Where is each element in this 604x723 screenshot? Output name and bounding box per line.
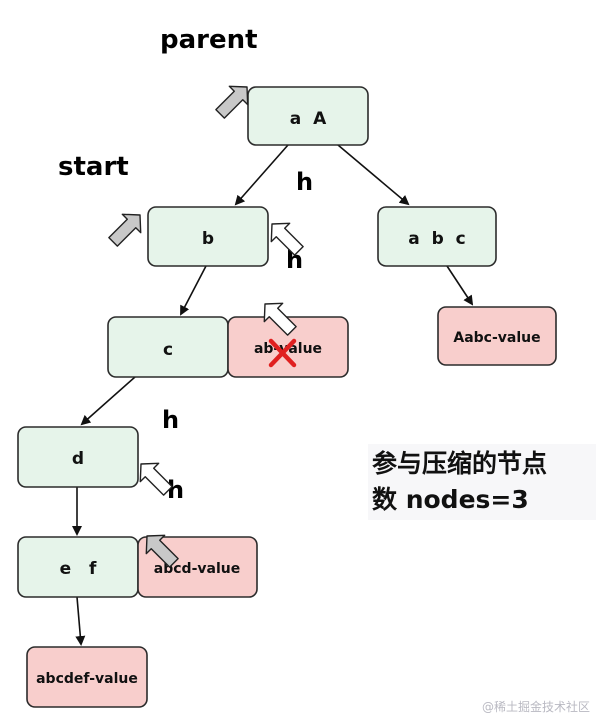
value-abcdef-label: abcdef-value bbox=[36, 671, 138, 687]
node-ef: e f bbox=[17, 536, 139, 598]
h-label-1: h bbox=[296, 168, 313, 196]
value-aabc: Aabc-value bbox=[437, 306, 557, 366]
h-pointer-icon-4 bbox=[145, 534, 179, 568]
node-root-label: a A bbox=[290, 109, 327, 129]
node-abc: a b c bbox=[377, 206, 497, 267]
edge-root-b bbox=[234, 144, 289, 206]
note-line-1: 参与压缩的节点 bbox=[372, 449, 548, 478]
node-abc-label: a b c bbox=[408, 229, 465, 249]
parent-pointer-icon bbox=[215, 85, 249, 119]
parent-label: parent bbox=[160, 25, 258, 55]
edge-ef-abcdef bbox=[75, 596, 86, 646]
edge-abc-aabc bbox=[446, 265, 474, 306]
edge-root-abc bbox=[337, 144, 410, 206]
node-root: a A bbox=[247, 86, 369, 146]
value-ab: ab-value bbox=[227, 316, 349, 378]
node-c: c bbox=[107, 316, 229, 378]
edge-b-c bbox=[180, 265, 207, 316]
h-label-4: h bbox=[167, 476, 184, 504]
h-label-2: h bbox=[286, 246, 303, 274]
value-abcd-label: abcd-value bbox=[154, 561, 240, 577]
h-pointer-icon-2 bbox=[263, 302, 297, 336]
node-d-label: d bbox=[72, 449, 84, 469]
h-label-3: h bbox=[162, 406, 179, 434]
h-pointer-icon-3 bbox=[139, 462, 173, 496]
h-pointer-icon-1 bbox=[270, 222, 304, 256]
cross-icon bbox=[268, 338, 297, 368]
node-c-label: c bbox=[163, 340, 173, 360]
note-line-2: 数 nodes=3 bbox=[372, 485, 529, 514]
watermark: @稀土掘金技术社区 bbox=[481, 700, 590, 714]
start-label: start bbox=[58, 152, 129, 182]
compression-note: 参与压缩的节点 数 nodes=3 bbox=[368, 444, 596, 520]
value-aabc-label: Aabc-value bbox=[453, 330, 540, 346]
start-pointer-icon bbox=[108, 213, 142, 247]
value-abcdef: abcdef-value bbox=[26, 646, 148, 708]
node-d: d bbox=[17, 426, 139, 488]
edge-c-d bbox=[80, 376, 136, 426]
node-b-label: b bbox=[202, 229, 214, 249]
node-ef-label: e f bbox=[60, 559, 97, 579]
node-b: b bbox=[147, 206, 269, 267]
edges bbox=[72, 144, 474, 646]
